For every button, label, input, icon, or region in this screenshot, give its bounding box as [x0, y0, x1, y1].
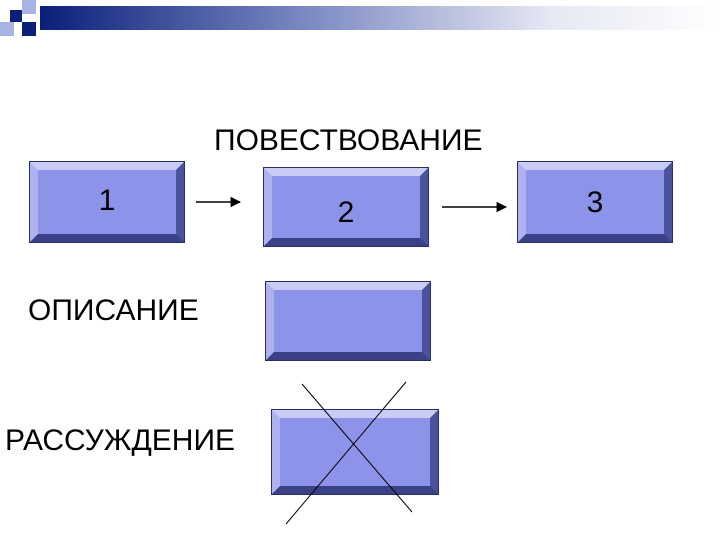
- label-description: ОПИСАНИЕ: [28, 294, 199, 327]
- box-1-label: 1: [98, 184, 116, 217]
- deco-square-light: [22, 0, 36, 14]
- box-reasoning: [271, 409, 439, 495]
- cross-line-2: [285, 381, 407, 525]
- heading-narration: ПОВЕСТВОВАНИЕ: [214, 124, 483, 157]
- deco-square-dark: [10, 10, 22, 22]
- deco-square-light-2: [0, 22, 14, 36]
- box-2-label: 2: [337, 196, 355, 229]
- box-description: [265, 281, 431, 361]
- box-3-label: 3: [586, 186, 604, 219]
- box-1: 1: [29, 161, 185, 243]
- label-reasoning: РАССУЖДЕНИЕ: [5, 424, 236, 457]
- cross-line-1: [301, 383, 413, 513]
- box-3: 3: [517, 161, 673, 243]
- deco-square-dark-2: [22, 22, 36, 36]
- box-2: 2: [263, 167, 429, 247]
- header-gradient-bar: [40, 6, 720, 30]
